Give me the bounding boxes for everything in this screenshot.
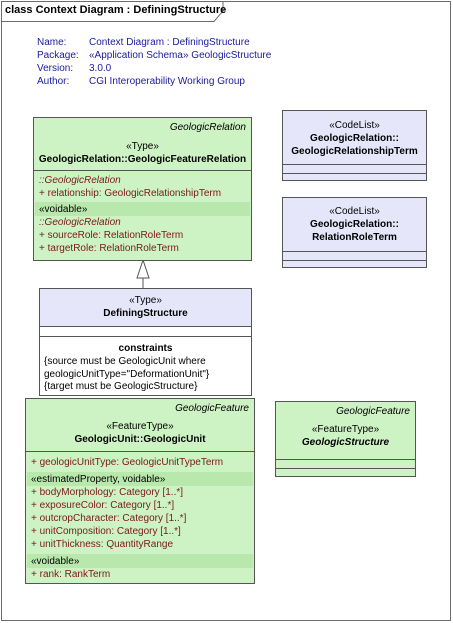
meta-key: Author: [37,76,70,87]
meta-row-package: Package: «Application Schema» GeologicStr… [37,49,271,62]
meta-value: Context Diagram : DefiningStructure [89,37,250,48]
class-name: GeologicStructure [301,437,390,448]
compartment-divider [276,468,415,469]
class-name: RelationRoleTerm [312,232,397,243]
class-geologic-unit[interactable]: GeologicFeature «FeatureType» GeologicUn… [25,398,255,584]
package-label: GeologicFeature [336,406,410,417]
constraints-heading: constraints [118,343,173,354]
voidable-label: «voidable» [31,556,80,567]
section-strip [27,554,253,568]
diagram-metadata: Name: Context Diagram : DefiningStructure… [37,36,271,88]
inherited-from-label: ::GeologicRelation [39,217,121,228]
compartment-divider [40,326,251,327]
stereotype-label: «FeatureType» [311,424,380,435]
compartment-divider [34,170,251,171]
attribute-unit-thickness[interactable]: + unitThickness: QuantityRange [31,539,174,550]
compartment-divider [276,459,415,460]
estimated-property-label: «estimatedProperty, voidable» [31,474,166,485]
inherited-from-label: ::GeologicRelation [39,175,121,186]
meta-key: Version: [37,63,74,74]
section-strip [35,202,250,216]
frame-title-tab [1,1,224,22]
meta-value: 3.0.0 [89,63,112,74]
meta-key: Package: [37,50,79,61]
attribute-body-morphology[interactable]: + bodyMorphology: Category [1..*] [31,487,184,498]
class-geologic-structure[interactable]: GeologicFeature «FeatureType» GeologicSt… [275,401,416,477]
compartment-divider [283,260,426,261]
class-name-package: GeologicRelation:: [310,219,399,230]
class-defining-structure[interactable]: «Type» DefiningStructure constraints {so… [39,288,252,396]
stereotype-label: «Type» [126,141,159,152]
class-geologic-relationship-term[interactable]: «CodeList» GeologicRelation:: GeologicRe… [282,110,427,181]
compartment-divider [40,336,251,337]
attribute-geologic-unit-type[interactable]: + geologicUnitType: GeologicUnitTypeTerm [31,457,224,468]
meta-value: CGI Interoperability Working Group [89,76,245,87]
generalization-arrowhead [136,258,150,279]
class-header-fill [40,289,251,326]
meta-row-version: Version: 3.0.0 [37,62,271,75]
class-name: GeologicRelationshipTerm [291,146,418,157]
meta-row-author: Author: CGI Interoperability Working Grou… [37,75,271,88]
meta-key: Name: [37,37,67,48]
stereotype-label: «FeatureType» [106,421,174,432]
package-label: GeologicRelation [169,122,246,133]
attribute-rank[interactable]: + rank: RankTerm [31,569,111,580]
class-name: GeologicRelation::GeologicFeatureRelatio… [38,154,247,165]
diagram-title: class Context Diagram : DefiningStructur… [5,4,227,16]
attribute-outcrop-character[interactable]: + outcropCharacter: Category [1..*] [31,513,187,524]
constraint-target: {target must be GeologicStructure} [44,381,198,392]
class-name-package: GeologicRelation:: [310,133,399,144]
stereotype-label: «Type» [129,295,162,306]
attribute-unit-composition[interactable]: + unitComposition: Category [1..*] [31,526,181,537]
attribute-relationship[interactable]: + relationship: GeologicRelationshipTerm [39,188,222,199]
class-relation-role-term[interactable]: «CodeList» GeologicRelation:: RelationRo… [282,197,427,268]
meta-row-name: Name: Context Diagram : DefiningStructure [37,36,271,49]
attribute-source-role[interactable]: + sourceRole: RelationRoleTerm [39,230,184,241]
constraint-source-line2: geologicUnitType="DeformationUnit"} [44,369,210,380]
constraint-source-line1: {source must be GeologicUnit where [44,356,206,367]
attribute-target-role[interactable]: + targetRole: RelationRoleTerm [39,243,179,254]
class-geologic-feature-relation[interactable]: GeologicRelation «Type» GeologicRelation… [33,117,252,261]
voidable-label: «voidable» [39,204,88,215]
stereotype-label: «CodeList» [329,206,380,217]
class-name: DefiningStructure [103,308,188,319]
compartment-divider [283,173,426,174]
compartment-divider [283,164,426,165]
section-strip [27,472,253,486]
stereotype-label: «CodeList» [329,120,380,131]
attribute-exposure-color[interactable]: + exposureColor: Category [1..*] [31,500,175,511]
meta-value: «Application Schema» GeologicStructure [89,50,272,61]
class-name: GeologicUnit::GeologicUnit [74,434,206,445]
compartment-divider [283,251,426,252]
compartment-divider [26,451,254,452]
package-label: GeologicFeature [175,403,249,414]
